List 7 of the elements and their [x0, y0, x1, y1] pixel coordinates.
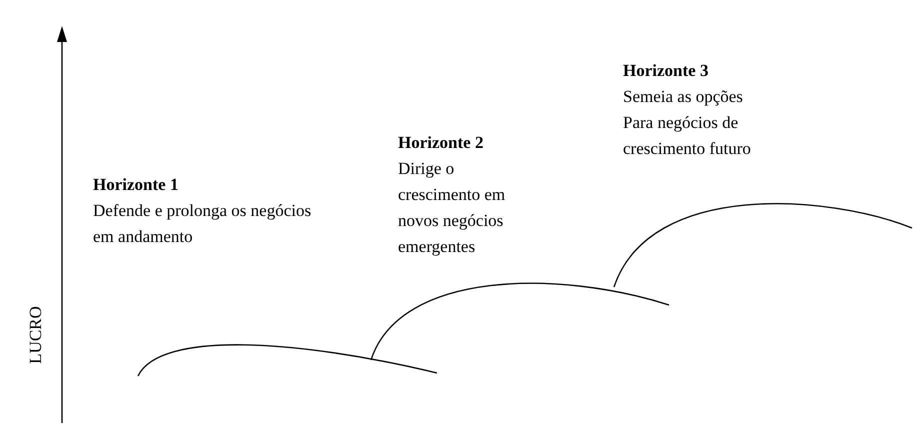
- horizon-description: Defende e prolonga os negócios em andamento: [93, 200, 312, 248]
- horizon-heading: Horizonte 3: [623, 60, 710, 82]
- horizon-description: Dirige o crescimento em novos negócios emergentes: [398, 158, 506, 258]
- axis-label: LUCRO: [26, 305, 46, 365]
- horizon-description: Semeia as opções Para negócios de crescimento futuro: [623, 86, 752, 160]
- horizon-heading: Horizonte 2: [398, 132, 484, 154]
- horizon-heading: Horizonte 1: [93, 174, 180, 196]
